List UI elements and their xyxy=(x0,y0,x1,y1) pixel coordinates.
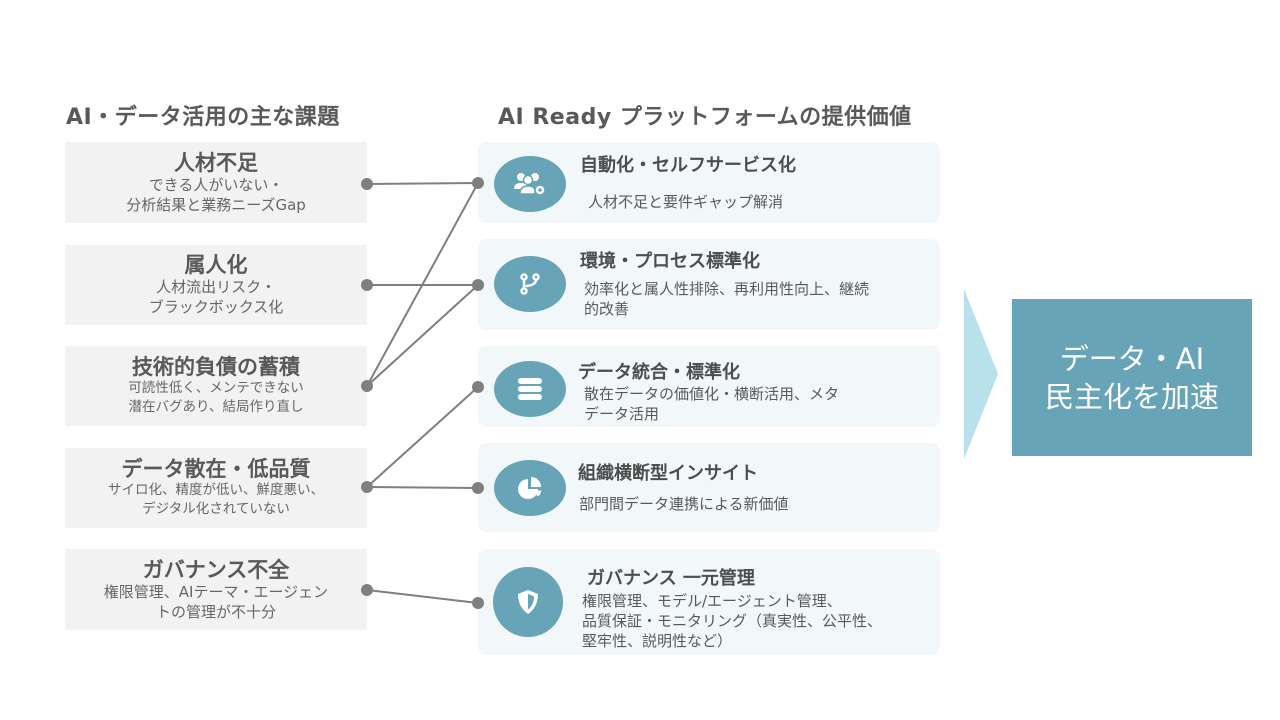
result-box: データ・AI 民主化を加速 xyxy=(1012,299,1252,456)
connector-line xyxy=(366,589,479,604)
issue-desc: 人材流出リスク・ ブラックボックス化 xyxy=(148,278,284,316)
result-line-2: 民主化を加速 xyxy=(1044,379,1219,414)
git-branch-icon xyxy=(494,256,566,312)
issue-box-technical-debt: 技術的負債の蓄積 可読性低く、メンテできない 潜在バグあり、結局作り直し xyxy=(65,346,367,426)
value-title: 組織横断型インサイト xyxy=(578,463,758,484)
issue-title: 技術的負債の蓄積 xyxy=(132,355,300,379)
value-card-standardization: 環境・プロセス標準化 効率化と属人性排除、再利用性向上、継続 的改善 xyxy=(478,239,940,330)
issue-title: ガバナンス不全 xyxy=(142,557,290,582)
issue-desc: 可読性低く、メンテできない 潜在バグあり、結局作り直し xyxy=(128,380,304,415)
connector-line xyxy=(366,386,479,488)
value-connector-dot xyxy=(472,279,484,291)
value-desc: 権限管理、モデル/エージェント管理、 品質保証・モニタリング（真実性、公平性、 … xyxy=(582,592,883,650)
value-desc: 人材不足と要件ギャップ解消 xyxy=(588,193,784,211)
value-card-governance: ガバナンス 一元管理 権限管理、モデル/エージェント管理、 品質保証・モニタリン… xyxy=(478,549,940,655)
issue-desc: サイロ化、精度が低い、鮮度悪い、 デジタル化されていない xyxy=(108,482,324,517)
value-title: 環境・プロセス標準化 xyxy=(580,251,760,272)
users-gear-icon xyxy=(494,156,566,212)
value-desc: 部門間データ連携による新価値 xyxy=(579,495,789,513)
issue-title: データ散在・低品質 xyxy=(121,457,311,481)
issue-title: 人材不足 xyxy=(174,150,258,175)
value-card-automation: 自動化・セルフサービス化 人材不足と要件ギャップ解消 xyxy=(478,142,940,223)
value-title: データ統合・標準化 xyxy=(578,362,740,383)
issue-box-personalization: 属人化 人材流出リスク・ ブラックボックス化 xyxy=(65,245,367,325)
value-connector-dot xyxy=(472,482,484,494)
issues-heading: AI・データ活用の主な課題 xyxy=(66,105,340,130)
pie-chart-icon xyxy=(494,460,566,516)
value-connector-dot xyxy=(472,177,484,189)
database-icon xyxy=(494,361,566,417)
issue-connector-dot xyxy=(361,584,373,596)
issue-desc: できる人がいない・ 分析結果と業務ニーズGap xyxy=(126,175,306,214)
issue-box-talent-shortage: 人材不足 できる人がいない・ 分析結果と業務ニーズGap xyxy=(65,142,367,223)
issue-connector-dot xyxy=(361,178,373,190)
issue-box-data-scattered: データ散在・低品質 サイロ化、精度が低い、鮮度悪い、 デジタル化されていない xyxy=(65,448,367,528)
shield-icon xyxy=(493,567,563,637)
chevron-right-icon xyxy=(964,289,998,459)
issue-desc: 権限管理、AIテーマ・エージェン トの管理が不十分 xyxy=(103,582,329,621)
connector-line xyxy=(366,182,479,185)
values-heading: AI Ready プラットフォームの提供価値 xyxy=(498,105,912,130)
result-line-1: データ・AI xyxy=(1059,341,1205,376)
value-card-insight: 組織横断型インサイト 部門間データ連携による新価値 xyxy=(478,443,940,532)
connector-line xyxy=(366,486,479,489)
issue-connector-dot xyxy=(361,279,373,291)
value-title: ガバナンス 一元管理 xyxy=(587,568,755,589)
issue-title: 属人化 xyxy=(184,253,248,277)
issue-connector-dot xyxy=(361,380,373,392)
value-connector-dot xyxy=(472,381,484,393)
value-card-data-integration: データ統合・標準化 散在データの価値化・横断活用、メタ データ活用 xyxy=(478,346,940,427)
connector-line xyxy=(366,182,479,387)
value-desc: 効率化と属人性排除、再利用性向上、継続 的改善 xyxy=(584,280,870,318)
value-title: 自動化・セルフサービス化 xyxy=(580,155,796,176)
value-connector-dot xyxy=(472,597,484,609)
value-desc: 散在データの価値化・横断活用、メタ データ活用 xyxy=(584,385,840,423)
connector-line xyxy=(366,284,479,387)
issue-connector-dot xyxy=(361,481,373,493)
issue-box-governance-failure: ガバナンス不全 権限管理、AIテーマ・エージェン トの管理が不十分 xyxy=(65,549,367,630)
